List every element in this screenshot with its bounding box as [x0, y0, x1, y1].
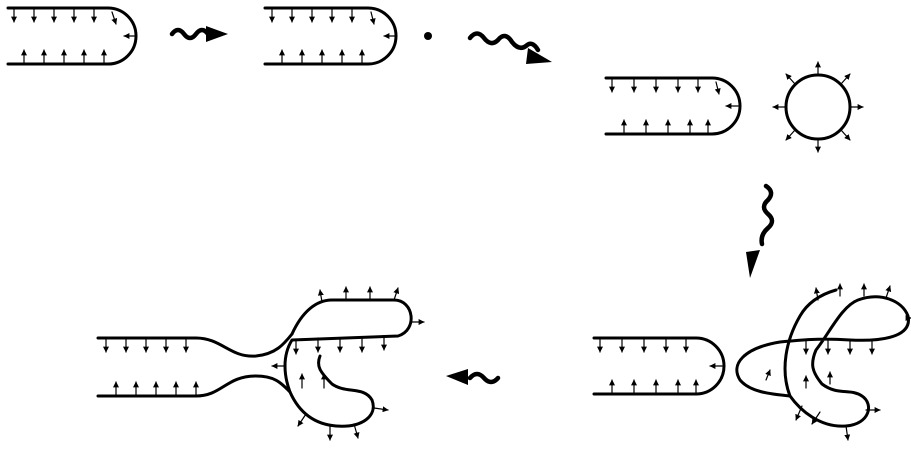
stage-5-fusion-pore	[96, 286, 425, 441]
wavy-arrow-2	[467, 31, 552, 64]
lower-membrane	[96, 374, 292, 398]
deformed-vesicle	[735, 295, 910, 428]
deformed-vesicle-inner	[783, 288, 838, 398]
fused-vesicle-outer	[283, 298, 413, 428]
bilayer-outline	[263, 6, 398, 66]
stage-3-edge-and-vesicle	[604, 61, 864, 153]
vesicle	[784, 73, 852, 141]
bilayer-outline	[604, 76, 742, 136]
stage-1-top-arrows	[11, 7, 118, 25]
wavy-arrow-3	[746, 183, 775, 278]
stage-3-bottom-arrows	[621, 103, 739, 135]
stage-2-bottom-arrows	[279, 33, 397, 65]
bilayer-outline	[6, 6, 138, 66]
stage-4-top-arrows	[597, 337, 689, 353]
stage-4-vesicle-engulfing	[592, 283, 911, 441]
upper-membrane	[96, 332, 294, 358]
bilayer-outline	[592, 336, 726, 396]
fusion-peptide-dot	[424, 32, 432, 40]
stage-1-bottom-arrows	[21, 33, 137, 65]
stage-4-bottom-arrows	[609, 363, 723, 395]
vesicle-outward-arrows	[772, 61, 864, 153]
stage-4-inner-arrows	[765, 339, 875, 389]
stage-5-top-arrows	[103, 335, 387, 355]
wavy-arrow-1	[169, 26, 228, 42]
stage-2-membrane-edge	[263, 6, 432, 66]
wavy-arrow-4	[446, 369, 501, 385]
stage-2-top-arrows	[269, 7, 376, 25]
stage-1-membrane-edge	[6, 6, 138, 66]
stage-5-outer-arrows	[297, 286, 425, 441]
stage-5-bottom-arrows	[113, 363, 327, 397]
stage-4-outer-arrows	[795, 283, 911, 441]
stage-3-top-arrows	[609, 77, 721, 95]
